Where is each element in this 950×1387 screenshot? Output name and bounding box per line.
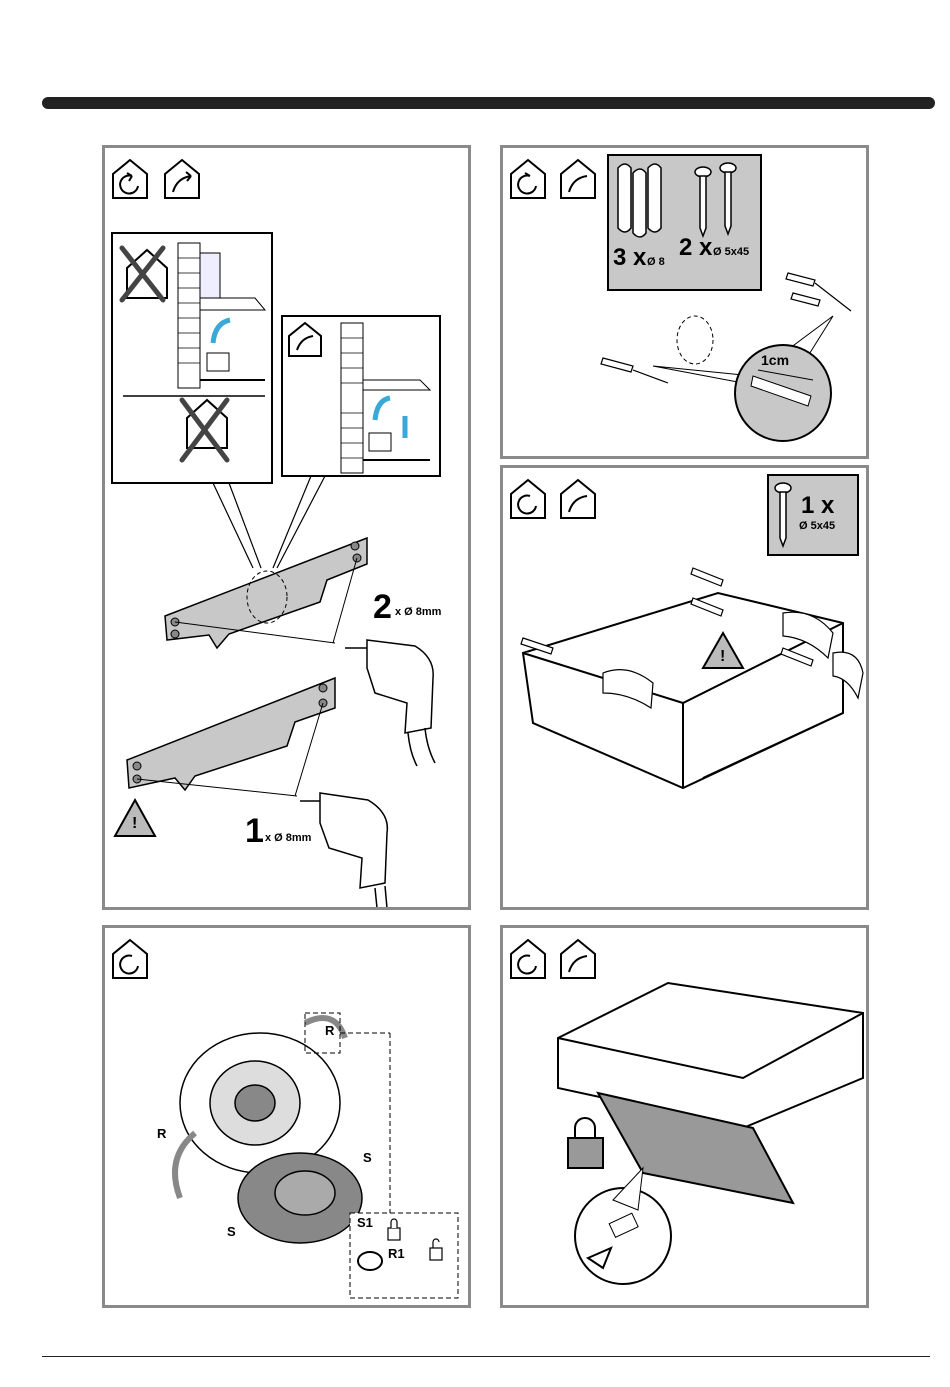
drilling-template-upper <box>165 538 367 648</box>
warning-mark: ! <box>720 648 725 666</box>
hood-body <box>558 983 863 1128</box>
extraction-house-icon <box>561 160 595 198</box>
drill-icon <box>300 793 387 907</box>
header-bar <box>42 97 935 109</box>
screw-spec: Ø 5x45 <box>799 520 835 532</box>
inset-correct-installation <box>282 316 440 476</box>
step-1-count: 1 <box>245 812 264 851</box>
padlock-icon <box>568 1118 603 1168</box>
recirculation-house-icon <box>511 480 545 518</box>
footer-rule <box>42 1356 930 1357</box>
panel-filter-fitting: R R S S S1 R1 <box>102 925 471 1308</box>
label-r1: R1 <box>388 1246 405 1261</box>
step-2-spec: x Ø 8mm <box>395 606 441 618</box>
recirculation-house-icon <box>511 160 545 198</box>
label-r-top: R <box>325 1023 334 1038</box>
extraction-house-icon <box>561 480 595 518</box>
label-s-right: S <box>363 1150 372 1165</box>
plugs-spec: Ø 8 <box>647 256 665 268</box>
recirculation-house-icon <box>113 160 147 198</box>
recirculation-house-icon <box>113 940 147 978</box>
label-r-left: R <box>157 1126 166 1141</box>
step-2-count: 2 <box>373 588 392 627</box>
drilling-template-lower <box>127 678 335 796</box>
screws-count: 2 x <box>679 234 712 262</box>
warning-mark: ! <box>132 815 137 833</box>
label-s-left: S <box>227 1224 236 1239</box>
depth-label: 1cm <box>761 352 789 368</box>
inset-wrong-installation <box>112 233 272 483</box>
panel-drilling: 2 x Ø 8mm 1 x Ø 8mm ! <box>102 145 471 910</box>
panel-hood-mounting: 1 x Ø 5x45 ! <box>500 465 869 910</box>
panel-grease-filter <box>500 925 869 1308</box>
label-s1: S1 <box>357 1215 373 1230</box>
panel-wall-plugs: 3 x Ø 8 2 x Ø 5x45 1cm <box>500 145 869 459</box>
carbon-filter <box>238 1153 362 1243</box>
extraction-house-icon <box>561 940 595 978</box>
extraction-house-icon <box>165 160 199 198</box>
plugs-count: 3 x <box>613 244 646 272</box>
drill-icon <box>345 640 435 766</box>
recirculation-house-icon <box>511 940 545 978</box>
screws-spec: Ø 5x45 <box>713 246 749 258</box>
motor-housing <box>180 1033 340 1173</box>
step-1-spec: x Ø 8mm <box>265 832 311 844</box>
screw-count: 1 x <box>801 492 834 520</box>
wall-plug-icon <box>618 164 661 237</box>
